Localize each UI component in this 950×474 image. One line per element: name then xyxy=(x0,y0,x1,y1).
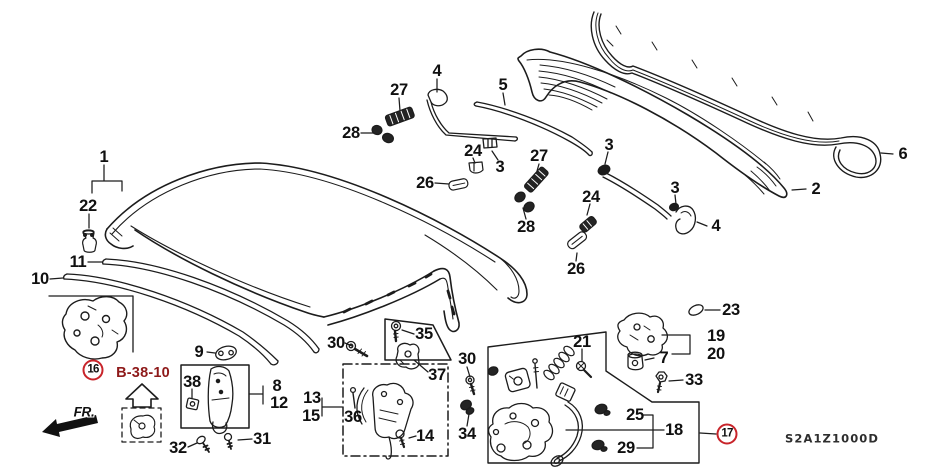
part-callout-1-0[interactable]: 1 xyxy=(99,147,109,166)
part-callout-14-19[interactable]: 14 xyxy=(416,426,434,445)
part-callout-30-20[interactable]: 30 xyxy=(458,349,476,368)
frame-rod-left-drawing xyxy=(426,88,519,149)
fr-arrow xyxy=(42,415,98,437)
part-callout-4-22[interactable]: 4 xyxy=(432,61,442,80)
part-callout-22-1[interactable]: 22 xyxy=(79,196,97,215)
part-callout-31-12[interactable]: 31 xyxy=(253,429,271,448)
frame-rod-right-drawing xyxy=(597,164,697,235)
part-callout-28-30[interactable]: 28 xyxy=(517,217,535,236)
hinge-drawing xyxy=(617,304,704,394)
part-callout-24-31[interactable]: 24 xyxy=(582,187,600,206)
part-callout-7-41[interactable]: 7 xyxy=(659,348,669,367)
part-callout-20-40[interactable]: 20 xyxy=(707,344,725,363)
part-callout-3-26[interactable]: 3 xyxy=(495,157,505,176)
bolt-30-left-drawing xyxy=(345,340,369,358)
part-callout-32-11[interactable]: 32 xyxy=(169,438,187,457)
part-callout-23-38[interactable]: 23 xyxy=(722,300,740,319)
bolt-30-right-drawing xyxy=(460,375,476,415)
part-callout-5-28[interactable]: 5 xyxy=(498,75,508,94)
clip-pads-drawing xyxy=(371,106,597,250)
service-ref-label[interactable]: B-38-10 xyxy=(116,364,170,381)
fr-direction-label: FR. xyxy=(73,404,95,420)
part-callout-35-14[interactable]: 35 xyxy=(415,324,433,343)
part-callout-29-46[interactable]: 29 xyxy=(617,438,635,457)
circled-callout-16[interactable]: 16 xyxy=(82,359,104,381)
part-callout-8-9[interactable]: 8 xyxy=(272,376,282,395)
weatherstrip-drawing xyxy=(590,11,882,179)
part-callout-38-8[interactable]: 38 xyxy=(183,372,201,391)
part-callout-6-36[interactable]: 6 xyxy=(898,144,908,163)
striker-parts-drawing xyxy=(390,320,420,370)
part-callout-2-35[interactable]: 2 xyxy=(811,179,821,198)
part-callout-26-27[interactable]: 26 xyxy=(416,173,434,192)
part-callout-27-29[interactable]: 27 xyxy=(530,146,548,165)
ref-arrow-drawing xyxy=(125,383,159,408)
part-callout-19-39[interactable]: 19 xyxy=(707,326,725,345)
roof-seal-strips-drawing xyxy=(62,258,320,366)
part-callout-37-15[interactable]: 37 xyxy=(428,365,446,384)
part-callout-11-2[interactable]: 11 xyxy=(69,252,87,271)
part-callout-26-37[interactable]: 26 xyxy=(567,259,585,278)
part-callout-21-43[interactable]: 21 xyxy=(573,332,591,351)
latch-left-drawing xyxy=(185,345,237,453)
part-callout-3-33[interactable]: 3 xyxy=(670,178,680,197)
grommet-drawing xyxy=(82,229,97,253)
part-callout-33-42[interactable]: 33 xyxy=(685,370,703,389)
molding-strip-drawing xyxy=(473,101,593,157)
part-callout-25-44[interactable]: 25 xyxy=(626,405,644,424)
part-callout-3-32[interactable]: 3 xyxy=(604,135,614,154)
rear-glass-drawing xyxy=(517,48,788,199)
part-callout-28-24[interactable]: 28 xyxy=(342,123,360,142)
part-callout-13-16[interactable]: 13 xyxy=(303,388,321,407)
part-callout-36-18[interactable]: 36 xyxy=(344,407,362,426)
part-callout-18-45[interactable]: 18 xyxy=(665,420,683,439)
part-callout-12-10[interactable]: 12 xyxy=(270,393,288,412)
bracket-16-drawing xyxy=(61,295,128,360)
part-callout-30-13[interactable]: 30 xyxy=(327,333,345,352)
part-callout-24-25[interactable]: 24 xyxy=(464,141,482,160)
part-callout-10-3[interactable]: 10 xyxy=(31,269,49,288)
grouping-boxes xyxy=(48,295,700,464)
leader-lines xyxy=(49,78,894,449)
part-callout-27-23[interactable]: 27 xyxy=(390,80,408,99)
part-callout-34-21[interactable]: 34 xyxy=(458,424,476,443)
roof-panel-drawing xyxy=(104,162,528,333)
part-callout-9-7[interactable]: 9 xyxy=(194,342,204,361)
lock-assembly-drawing xyxy=(487,345,611,467)
ref-part-drawing xyxy=(129,414,156,440)
circled-callout-17[interactable]: 17 xyxy=(716,423,738,445)
diagram-code-label: S2A1Z1000D xyxy=(784,431,880,446)
part-callout-15-17[interactable]: 15 xyxy=(302,406,320,425)
part-callout-4-34[interactable]: 4 xyxy=(711,216,721,235)
